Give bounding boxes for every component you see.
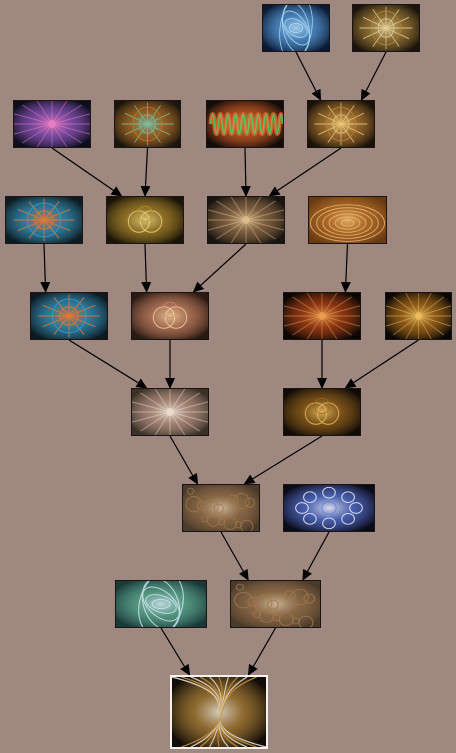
fractal-thumbnail-peach-loops[interactable]: [131, 292, 209, 340]
edge-arrow: [360, 51, 387, 101]
edge-arrow: [295, 51, 322, 101]
edge-arrow: [340, 243, 351, 293]
fractal-thumbnail-beige-foam-2[interactable]: [230, 580, 321, 628]
fractal-thumbnail-purple-ray[interactable]: [13, 100, 91, 148]
edge-arrow: [247, 627, 277, 676]
fractal-thumbnail-beige-foam[interactable]: [182, 484, 260, 532]
fractal-artwork: [386, 293, 451, 339]
edge-arrow: [243, 435, 323, 485]
fractal-thumbnail-amber-star[interactable]: [385, 292, 452, 340]
fractal-artwork: [284, 485, 374, 531]
edge-arrow: [140, 147, 151, 197]
fractal-thumbnail-blue-wheel-2[interactable]: [30, 292, 108, 340]
fractal-artwork: [6, 197, 82, 243]
fractal-thumbnail-blue-swirl[interactable]: [262, 4, 330, 52]
fractal-thumbnail-gold-mandala[interactable]: [352, 4, 420, 52]
edge-arrow: [220, 531, 249, 581]
fractal-thumbnail-final-result[interactable]: [170, 675, 268, 749]
fractal-thumbnail-blue-wheel[interactable]: [5, 196, 83, 244]
fractal-artwork: [31, 293, 107, 339]
fractal-artwork: [308, 101, 374, 147]
fractal-artwork: [231, 581, 320, 627]
fractal-thumbnail-rainbow-spiral[interactable]: [206, 100, 284, 148]
fractal-thumbnail-copper-rings[interactable]: [308, 196, 387, 244]
edge-arrow: [344, 339, 419, 389]
fractal-artwork: [14, 101, 90, 147]
fractal-artwork: [115, 101, 180, 147]
fractal-thumbnail-bronze-burst[interactable]: [207, 196, 285, 244]
edge-arrow: [141, 243, 152, 293]
fractal-thumbnail-red-burst[interactable]: [283, 292, 361, 340]
edge-arrow: [68, 339, 148, 389]
edge-arrow: [240, 147, 251, 197]
fractal-artwork: [263, 5, 329, 51]
fractal-artwork: [208, 197, 284, 243]
fractal-artwork: [172, 677, 266, 747]
edge-arrow: [268, 147, 342, 197]
edge-arrow: [192, 243, 247, 293]
fractal-thumbnail-octagon[interactable]: [307, 100, 375, 148]
fractal-thumbnail-pale-rays[interactable]: [131, 388, 209, 436]
fractal-artwork: [132, 389, 208, 435]
fractal-thumbnail-blue-chain[interactable]: [283, 484, 375, 532]
fractal-artwork: [207, 101, 283, 147]
edge-arrow: [169, 435, 199, 485]
fractal-artwork: [284, 389, 360, 435]
fractal-artwork: [132, 293, 208, 339]
fractal-artwork: [107, 197, 183, 243]
fractal-thumbnail-gold-glow[interactable]: [106, 196, 184, 244]
fractal-artwork: [309, 197, 386, 243]
fractal-artwork: [284, 293, 360, 339]
fractal-thumbnail-ornate-sphere[interactable]: [114, 100, 181, 148]
edge-arrow: [160, 627, 191, 676]
edge-arrow: [40, 243, 51, 293]
fractal-artwork: [116, 581, 206, 627]
fractal-artwork: [353, 5, 419, 51]
fractal-artwork: [183, 485, 259, 531]
edge-arrow: [302, 531, 330, 581]
fractal-thumbnail-amber-glow[interactable]: [283, 388, 361, 436]
fractal-thumbnail-teal-waves[interactable]: [115, 580, 207, 628]
edge-arrow: [51, 147, 123, 197]
